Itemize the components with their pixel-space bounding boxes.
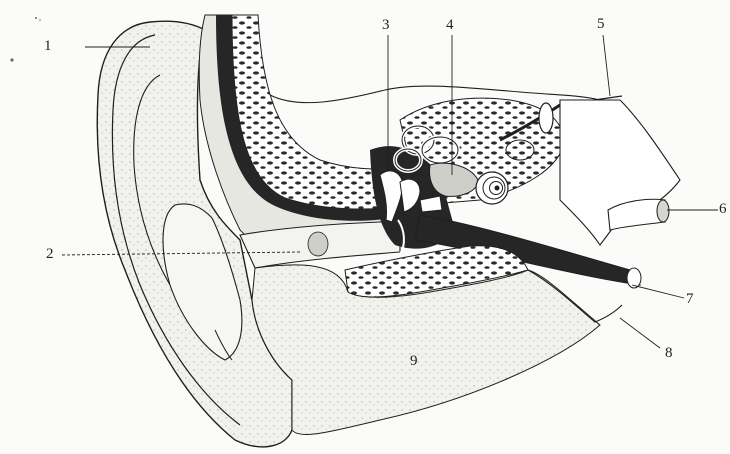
cochlea bbox=[476, 172, 508, 204]
eustachian-opening bbox=[627, 268, 641, 288]
label-5: 5 bbox=[597, 17, 605, 32]
label-4: 4 bbox=[446, 18, 454, 33]
label-7: 7 bbox=[686, 292, 694, 307]
label-1: 1 bbox=[44, 39, 52, 54]
leader-line-7 bbox=[632, 285, 684, 298]
label-8: 8 bbox=[665, 346, 673, 361]
scan-specks bbox=[10, 17, 40, 62]
label-9: 9 bbox=[410, 354, 418, 369]
nerve-ring bbox=[539, 103, 553, 133]
canal-wax bbox=[308, 232, 328, 256]
label-6: 6 bbox=[719, 202, 727, 217]
label-2: 2 bbox=[46, 247, 54, 262]
skull-outer-line bbox=[270, 86, 600, 103]
label-3: 3 bbox=[382, 18, 390, 33]
leader-line-8 bbox=[620, 318, 660, 348]
leader-line-5 bbox=[603, 35, 610, 96]
